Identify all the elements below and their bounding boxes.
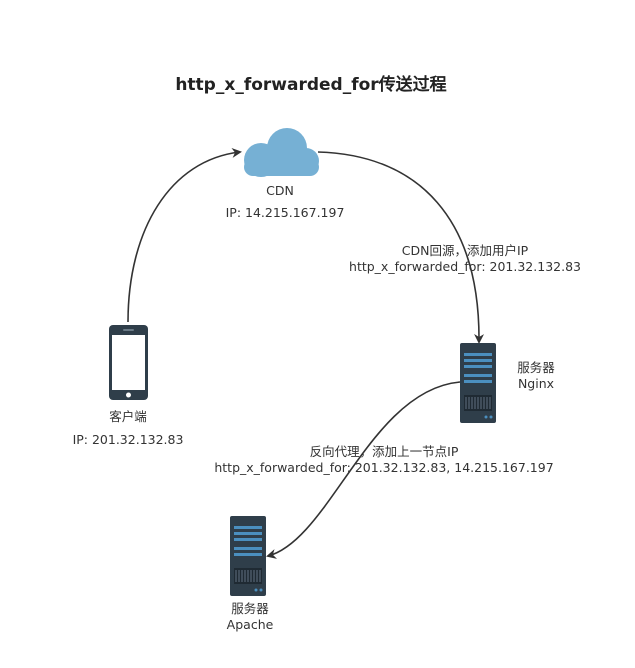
server-icon	[230, 516, 266, 596]
arrow-nginx-to-apache	[266, 381, 461, 559]
diagram-title: http_x_forwarded_for传送过程	[175, 75, 447, 95]
arrow-client-to-cdn	[127, 147, 242, 323]
client-ip: IP: 201.32.132.83	[72, 432, 184, 447]
edge-cdn-nginx-desc: CDN回源，添加用户IP	[401, 243, 529, 258]
cloud-icon	[244, 128, 319, 177]
edge-nginx-apache-desc: 反向代理，添加上一节点IP	[309, 444, 459, 459]
cdn-ip: IP: 14.215.167.197	[225, 205, 345, 220]
arrow-cdn-to-nginx	[317, 151, 485, 344]
apache-name: Apache	[226, 617, 274, 632]
edge-nginx-apache-header: http_x_forwarded_for: 201.32.132.83, 14.…	[214, 460, 554, 475]
apache-label: 服务器	[231, 601, 269, 616]
cdn-label: CDN	[266, 183, 294, 198]
nginx-label: 服务器	[517, 360, 555, 375]
edge-cdn-nginx-header: http_x_forwarded_for: 201.32.132.83	[349, 259, 581, 274]
nginx-name: Nginx	[517, 376, 555, 391]
client-label: 客户端	[109, 409, 147, 424]
smartphone-icon	[109, 325, 148, 400]
server-icon	[460, 343, 496, 423]
